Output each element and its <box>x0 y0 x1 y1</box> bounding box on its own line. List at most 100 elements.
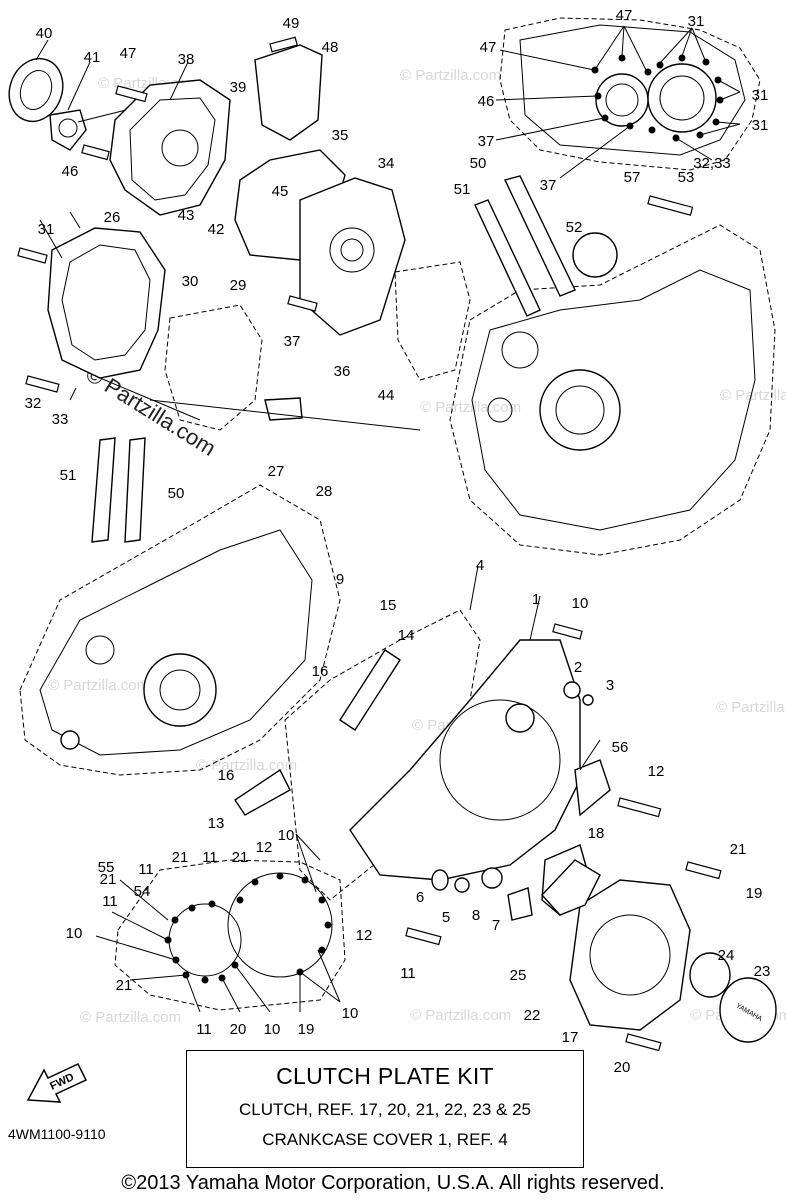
callout-label: 48 <box>322 39 339 56</box>
callout-label: 32,33 <box>693 155 731 172</box>
callout-label: 20 <box>614 1059 631 1076</box>
callout-label: 3 <box>606 677 614 694</box>
callout-label: 10 <box>278 827 295 844</box>
callout-label: 7 <box>492 917 500 934</box>
callout-label: 29 <box>230 277 247 294</box>
callout-label: 6 <box>416 889 424 906</box>
watermark: © Partzilla.com <box>420 399 521 416</box>
crankcase-rear-view <box>499 17 761 171</box>
callout-label: 11 <box>102 893 118 910</box>
callout-label: 11 <box>400 965 416 982</box>
callout-label: 49 <box>283 15 300 32</box>
watermark: © Partzilla.com <box>48 677 149 694</box>
callout-label: 11 <box>138 861 154 878</box>
callout-label: 12 <box>256 839 273 856</box>
callout-label: 46 <box>478 93 495 110</box>
callout-label: 38 <box>178 51 195 68</box>
callout-label: 5 <box>442 909 450 926</box>
callout-label: 22 <box>524 1007 541 1024</box>
callout-label: 18 <box>588 825 605 842</box>
callout-label: 44 <box>378 387 395 404</box>
callout-label: 53 <box>678 169 695 186</box>
callout-label: 26 <box>104 209 121 226</box>
callout-label: 16 <box>312 663 329 680</box>
callout-label: 21 <box>100 871 117 888</box>
bolts <box>17 36 722 1052</box>
callout-label: 13 <box>208 815 225 832</box>
callout-label: 41 <box>84 49 101 66</box>
clutch-plate-kit-box: CLUTCH PLATE KIT CLUTCH, REF. 17, 20, 21… <box>186 1050 584 1168</box>
callout-label: 37 <box>478 133 495 150</box>
callout-label: 37 <box>540 177 557 194</box>
callout-label: 9 <box>336 571 344 588</box>
callout-label: 14 <box>398 627 415 644</box>
callout-label: 21 <box>730 841 747 858</box>
callout-label: 25 <box>510 967 527 984</box>
callout-label: 31 <box>752 117 769 134</box>
callout-label: 23 <box>754 963 771 980</box>
callout-label: 16 <box>218 767 235 784</box>
callout-label: 34 <box>378 155 395 172</box>
crankcase-left <box>19 437 341 776</box>
callout-label: 8 <box>472 907 480 924</box>
watermark: © Partzilla.com <box>196 757 297 774</box>
watermark: © Partzilla.com <box>410 1007 511 1024</box>
callout-label: 47 <box>616 7 633 24</box>
callout-label: 42 <box>208 221 225 238</box>
callout-label: 12 <box>648 763 665 780</box>
callout-label: 50 <box>168 485 185 502</box>
callout-label: 39 <box>230 79 247 96</box>
callout-label: 52 <box>566 219 583 236</box>
callout-label: 51 <box>454 181 471 198</box>
kit-title: CLUTCH PLATE KIT <box>276 1063 494 1089</box>
callout-label: 30 <box>182 273 199 290</box>
callout-label: 10 <box>66 925 83 942</box>
callout-label: 56 <box>612 739 629 756</box>
callout-label: 46 <box>62 163 79 180</box>
callout-label: 20 <box>230 1021 247 1038</box>
watermark: © Partzilla.com <box>80 1009 181 1026</box>
callout-label: 12 <box>356 927 373 944</box>
kit-line-crankcase: CRANKCASE COVER 1, REF. 4 <box>262 1130 508 1149</box>
callout-label: 47 <box>120 45 137 62</box>
callout-label: 40 <box>36 25 53 42</box>
callout-label: 31 <box>38 221 55 238</box>
callout-label: 2 <box>574 659 582 676</box>
callout-label: 21 <box>116 977 133 994</box>
callout-label: 19 <box>746 885 763 902</box>
callout-label: 47 <box>480 39 497 56</box>
callout-label: 15 <box>380 597 397 614</box>
callout-label: 36 <box>334 363 351 380</box>
copyright-notice: ©2013 Yamaha Motor Corporation, U.S.A. A… <box>121 1172 665 1194</box>
watermark: © Partzilla.com <box>400 67 501 84</box>
crankcase-right <box>449 175 776 556</box>
callout-label: 31 <box>688 13 705 30</box>
water-pump-cover-group <box>8 44 406 336</box>
watermark: © Partzilla.com <box>716 699 786 716</box>
callout-label: 11 <box>196 1021 212 1038</box>
callout-label: 33 <box>52 411 69 428</box>
callout-label: 10 <box>264 1021 281 1038</box>
callout-label: 24 <box>718 947 735 964</box>
fwd-arrow: FWD <box>26 1063 88 1103</box>
leader-lines <box>35 25 741 1013</box>
callout-label: 4 <box>476 557 484 574</box>
callout-label: 43 <box>178 207 195 224</box>
callout-label: 31 <box>752 87 769 104</box>
callout-label: 1 <box>532 591 540 608</box>
callout-label: 45 <box>272 183 289 200</box>
left-cover-group <box>47 227 471 431</box>
kit-line-clutch: CLUTCH, REF. 17, 20, 21, 22, 23 & 25 <box>239 1100 531 1119</box>
callout-label: 21 <box>232 849 249 866</box>
callout-label: 19 <box>298 1021 315 1038</box>
callout-label: 54 <box>134 883 151 900</box>
callout-label: 28 <box>316 483 333 500</box>
callout-label: 57 <box>624 169 641 186</box>
callout-label: 32 <box>25 395 42 412</box>
callout-label: 55 <box>98 859 115 876</box>
callout-label: 10 <box>572 595 589 612</box>
callout-label: 35 <box>332 127 349 144</box>
callout-label: 27 <box>268 463 285 480</box>
callout-label: 51 <box>60 467 77 484</box>
